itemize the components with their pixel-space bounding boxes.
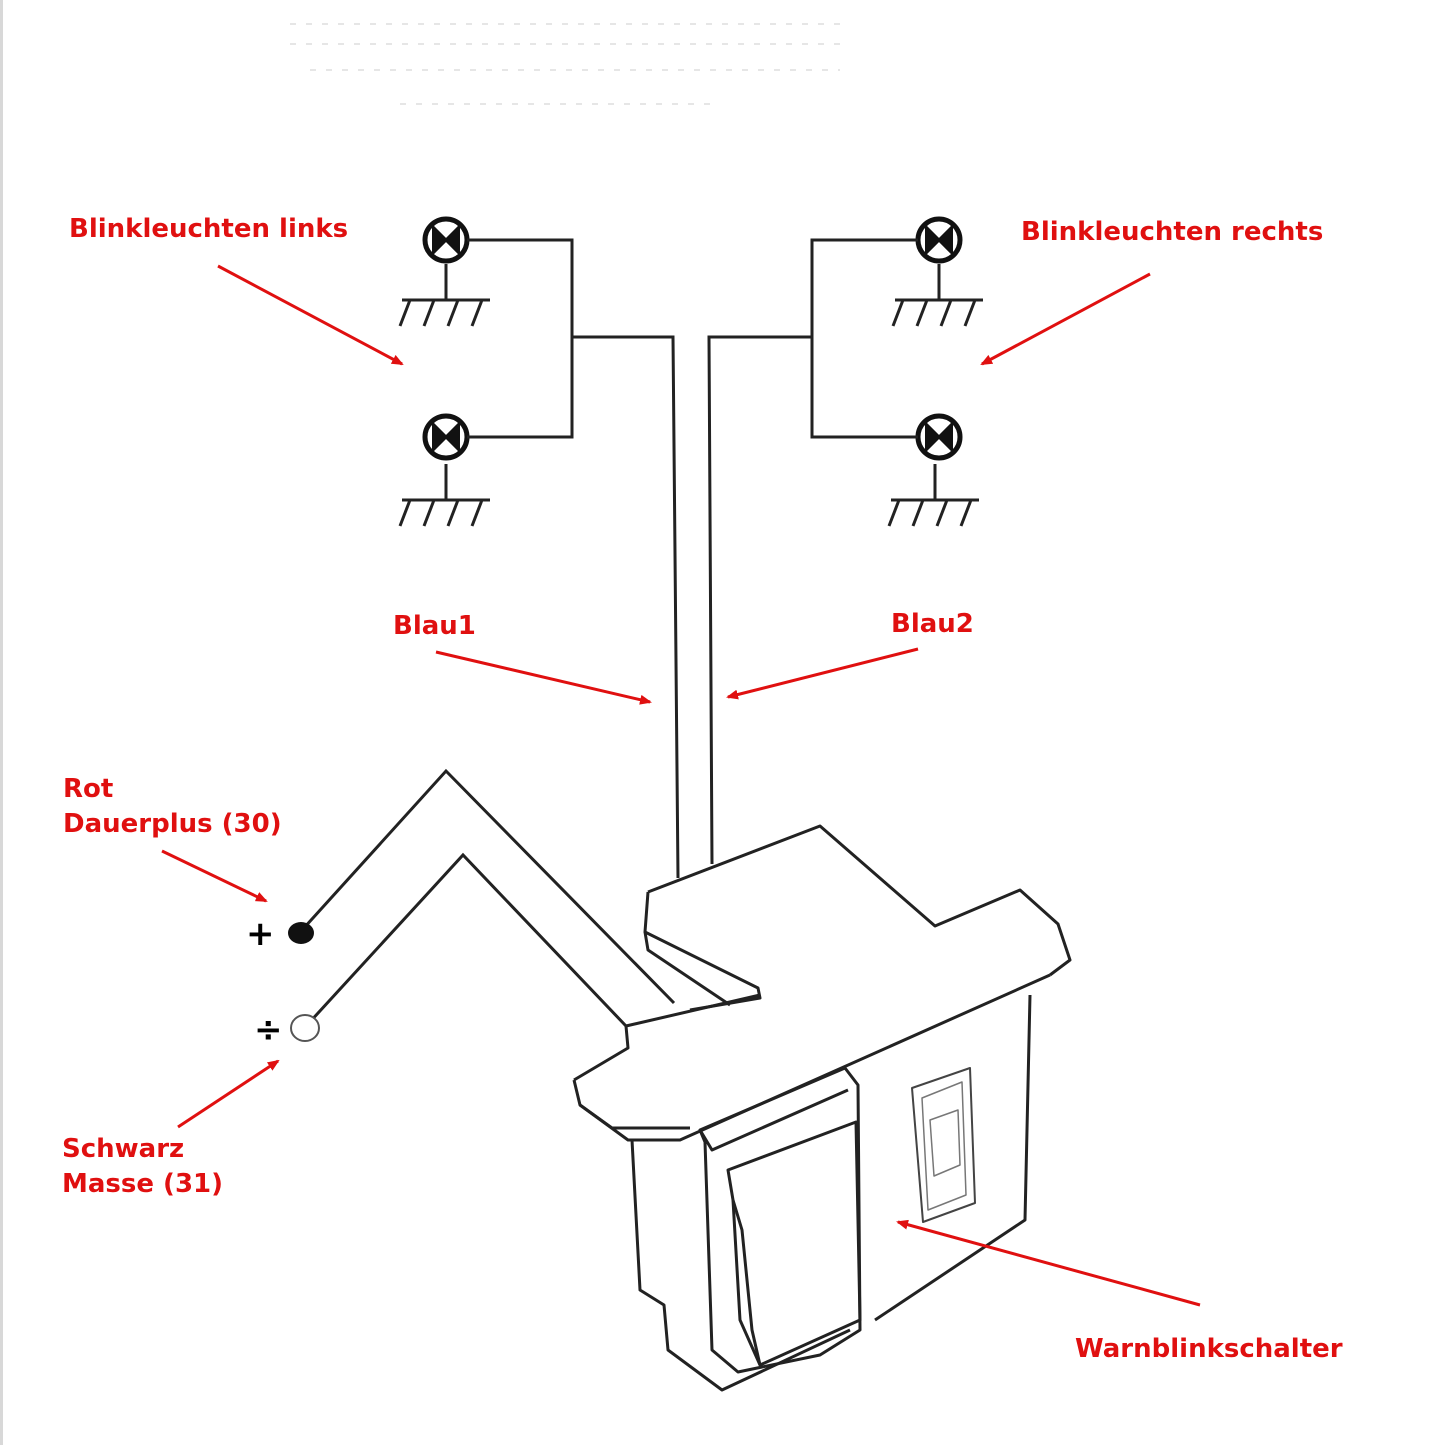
arrow-lamps-right xyxy=(980,272,1151,366)
label-switch: Warnblinkschalter xyxy=(1075,1334,1343,1364)
arrow-blau2 xyxy=(726,647,919,700)
wire-left-bus xyxy=(467,238,680,879)
ground-symbol xyxy=(398,462,492,528)
lamp-left-top xyxy=(425,219,467,261)
ground-symbol xyxy=(887,462,981,528)
arrow-lamps-left xyxy=(217,264,404,366)
label-schwarz: Schwarz xyxy=(62,1134,185,1164)
terminal-minus xyxy=(290,1014,320,1042)
terminal-plus xyxy=(288,922,314,944)
frame-edge xyxy=(0,0,3,1445)
ground-symbol xyxy=(398,262,492,328)
label-lamps-right: Blinkleuchten rechts xyxy=(1021,217,1324,247)
lamp-left-bottom xyxy=(425,416,467,458)
faint-header-text xyxy=(290,23,850,105)
label-masse: Masse (31) xyxy=(62,1169,224,1199)
wire-right-bus xyxy=(707,238,918,865)
lamp-group-left xyxy=(398,219,680,879)
label-blau1: Blau1 xyxy=(393,611,476,641)
label-rot: Rot xyxy=(63,774,114,804)
arrow-switch xyxy=(896,1219,1201,1307)
arrow-rot xyxy=(161,849,268,903)
lamp-group-right xyxy=(707,219,985,865)
minus-symbol: ÷ xyxy=(254,1010,283,1050)
label-blau2: Blau2 xyxy=(891,609,974,639)
label-dauerplus: Dauerplus (30) xyxy=(63,809,282,839)
ground-symbol xyxy=(891,262,985,328)
label-lamps-left: Blinkleuchten links xyxy=(69,214,349,244)
arrow-schwarz xyxy=(177,1059,280,1129)
wire-black-ground xyxy=(306,852,628,1028)
lamp-right-top xyxy=(918,219,960,261)
lamp-right-bottom xyxy=(918,416,960,458)
plus-symbol: + xyxy=(246,914,275,954)
wire-red-plus xyxy=(301,768,676,1005)
arrow-blau1 xyxy=(435,650,652,705)
annotation-arrows xyxy=(161,264,1201,1307)
hazard-switch xyxy=(572,824,1072,1392)
